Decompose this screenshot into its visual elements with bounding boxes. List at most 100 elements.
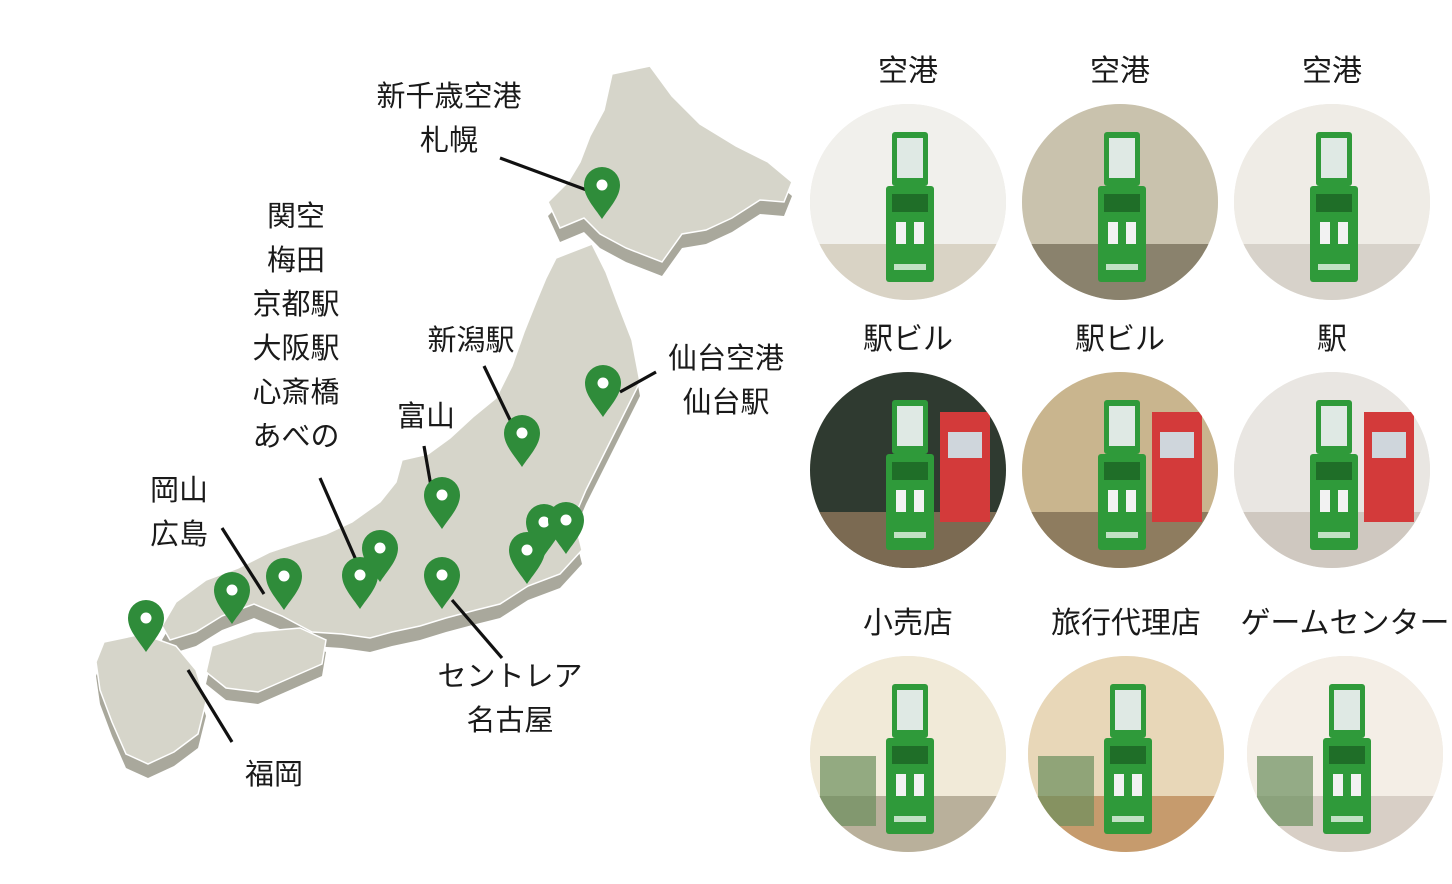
kiosk-photo [1247,656,1443,852]
kiosk-slot-right [914,774,924,796]
kiosk-label: ゲームセンター [1240,606,1450,641]
kiosk-slot-right [1132,774,1142,796]
kiosk-screen [897,138,923,178]
kiosk-slot-left [1108,222,1118,244]
atm-screen [1160,432,1194,458]
map-label-niigata: 新潟駅 [427,323,515,357]
kiosk-label: 旅行代理店 [1051,606,1201,641]
kiosk-label: 駅ビル [863,322,953,357]
kiosk-screen [897,690,923,730]
map-label-toyama: 富山 [396,399,455,433]
kiosk-logo-strip [1106,264,1138,270]
atm-machine [1364,412,1414,522]
kiosk-slot-right [914,490,924,512]
kiosk-slot-right [914,222,924,244]
japan-map [95,65,793,778]
kiosk-slot-right [1126,222,1136,244]
kiosk-slot-left [896,490,906,512]
kiosk-slot-left [896,774,906,796]
atm-machine [940,412,990,522]
leader-line-okayama [220,527,266,595]
leader-line-sapporo [499,156,593,194]
kiosk-label: 駅ビル [1075,322,1165,357]
leader-line-sendai [619,370,657,394]
kiosk-illustration [1247,656,1443,852]
kiosk-screen [1321,138,1347,178]
kiosk-lower-screen [892,746,928,764]
kiosk-slot-right [1351,774,1361,796]
kiosk-card-airport-2: 空港 [1020,52,1220,300]
kiosk-logo-strip [1112,816,1144,822]
map-label-kansai: 関空 梅田 京都駅 大阪駅 心斎橋 あべの [252,199,340,453]
kiosk-slot-left [1320,222,1330,244]
kiosk-logo-strip [894,816,926,822]
kiosk-lower-screen [1316,462,1352,480]
kiosk-slot-left [1114,774,1124,796]
kiosk-logo-strip [1331,816,1363,822]
map-label-fukuoka: 福岡 [244,757,303,791]
map-label-sendai: 仙台空港 仙台駅 [667,341,784,419]
kiosk-lower-screen [1104,194,1140,212]
kiosk-lower-screen [1110,746,1146,764]
kiosk-card-station: 駅 [1232,320,1432,568]
kiosk-card-travel-agency: 旅行代理店 [1026,604,1226,852]
kiosk-illustration [1234,104,1430,300]
map-label-okayama: 岡山 広島 [149,473,208,551]
atm-screen [948,432,982,458]
kiosk-lower-screen [892,194,928,212]
kiosk-card-game-center: ゲームセンター [1240,604,1450,852]
map-label-sapporo: 新千歳空港 札幌 [376,79,522,157]
location-pin-toyama[interactable] [424,477,460,529]
location-pin-tokyo-2[interactable] [548,502,584,554]
kiosk-screen [897,406,923,446]
kiosk-logo-strip [894,264,926,270]
kiosk-photo [810,656,1006,852]
kiosk-slot-left [1333,774,1343,796]
location-pin-nagoya[interactable] [424,557,460,609]
location-pin-sapporo[interactable] [584,167,620,219]
kiosk-screen [1109,138,1135,178]
kiosk-illustration [810,372,1006,568]
kiosk-label: 小売店 [863,606,953,641]
atm-screen [1372,432,1406,458]
kiosk-lower-screen [1316,194,1352,212]
location-pin-niigata[interactable] [504,415,540,467]
leader-lines [186,156,657,743]
kiosk-lower-screen [892,462,928,480]
kiosk-card-station-building-2: 駅ビル [1020,320,1220,568]
kiosk-photo [810,104,1006,300]
kiosk-card-retail-store: 小売店 [808,604,1008,852]
kiosk-logo-strip [1106,532,1138,538]
kiosk-slot-right [1126,490,1136,512]
store-shelves [1038,756,1094,826]
kiosk-slot-left [1108,490,1118,512]
location-pin-yokohama[interactable] [509,532,545,584]
kiosk-logo-strip [1318,264,1350,270]
kiosk-illustration [1022,104,1218,300]
kiosk-illustration [1234,372,1430,568]
kiosk-illustration [810,656,1006,852]
atm-machine [1152,412,1202,522]
leader-line-kansai [318,477,358,561]
kiosk-label: 駅 [1317,322,1347,357]
kiosk-label: 空港 [1090,54,1150,89]
kiosk-lower-screen [1329,746,1365,764]
kiosk-slot-right [1338,222,1348,244]
location-pin-hiroshima[interactable] [214,572,250,624]
kiosk-lower-screen [1104,462,1140,480]
location-pin-okayama[interactable] [266,558,302,610]
location-pin-fukuoka[interactable] [128,600,164,652]
kiosk-logo-strip [1318,532,1350,538]
kiosk-illustration [1028,656,1224,852]
kiosk-photo [1022,372,1218,568]
kiosk-slot-left [1320,490,1330,512]
kiosk-label: 空港 [878,54,938,89]
store-shelves [820,756,876,826]
kiosk-label: 空港 [1302,54,1362,89]
location-pin-osaka[interactable] [342,557,378,609]
kiosk-screen [1321,406,1347,446]
kiosk-logo-strip [894,532,926,538]
kiosk-screen [1334,690,1360,730]
location-pin-sendai[interactable] [585,365,621,417]
kiosk-illustration [1022,372,1218,568]
